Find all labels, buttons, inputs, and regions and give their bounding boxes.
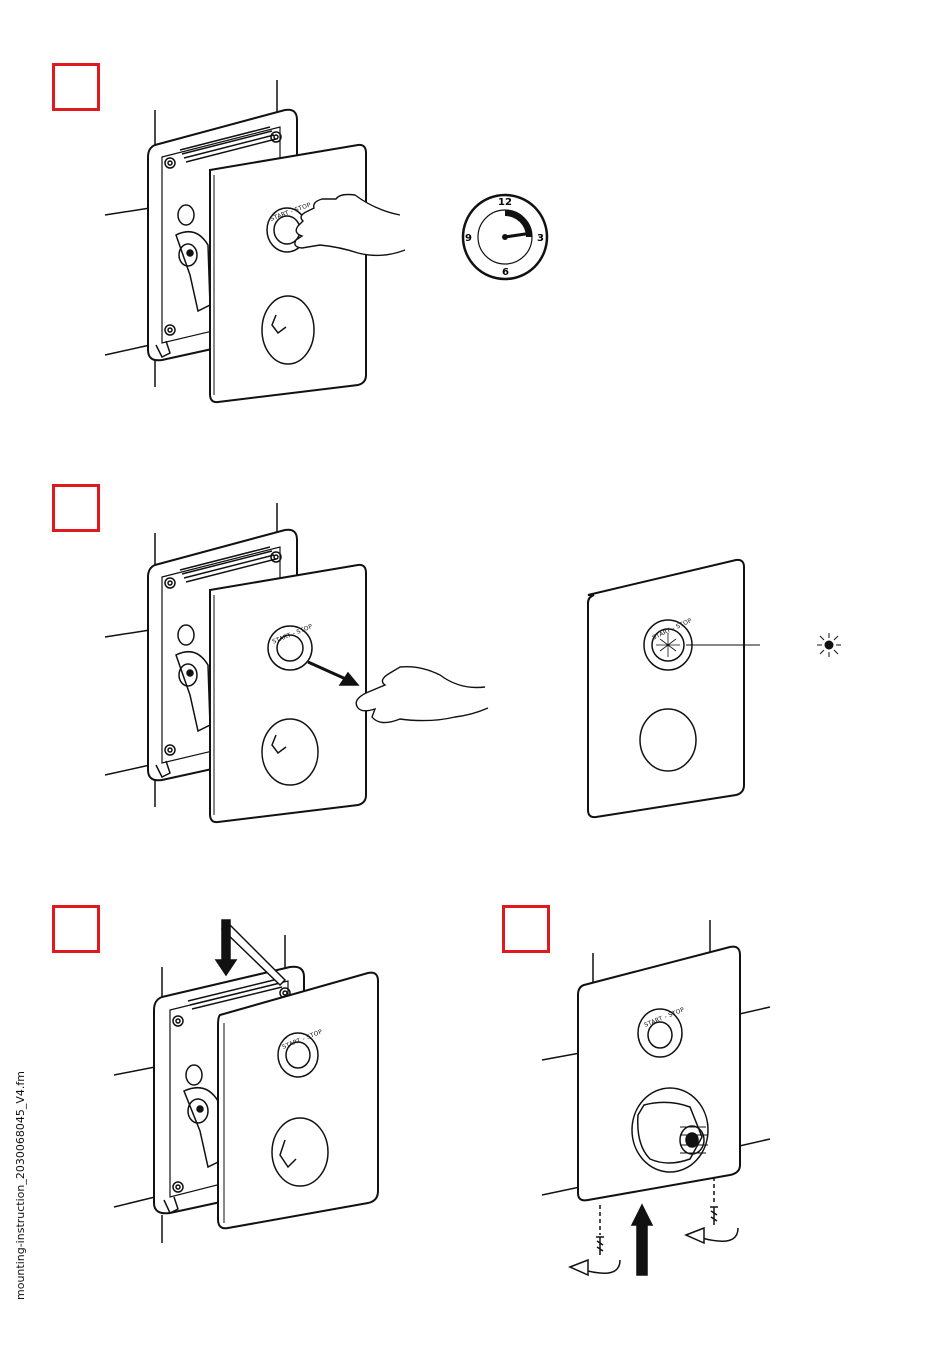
clock-9: 9: [465, 233, 472, 244]
figure-step-2: START - STOP START - STOP: [100, 495, 860, 835]
clock-3: 3: [537, 233, 544, 244]
figure-step-4: START - STOP: [540, 915, 780, 1285]
clock-6: 6: [502, 267, 509, 278]
light-flash-icon: [817, 633, 841, 657]
step-1-box: [52, 63, 100, 111]
clock-icon: 12 3 6 9: [463, 195, 547, 279]
figure-step-1: START - STOP 12 3 6 9: [100, 75, 570, 415]
footer-filename: mounting-instruction_20300​68045_V4.fm: [14, 1071, 27, 1300]
step-2-box: [52, 484, 100, 532]
figure-step-3: START - STOP: [100, 915, 400, 1245]
clock-12: 12: [498, 197, 512, 208]
step-3-box: [52, 905, 100, 953]
